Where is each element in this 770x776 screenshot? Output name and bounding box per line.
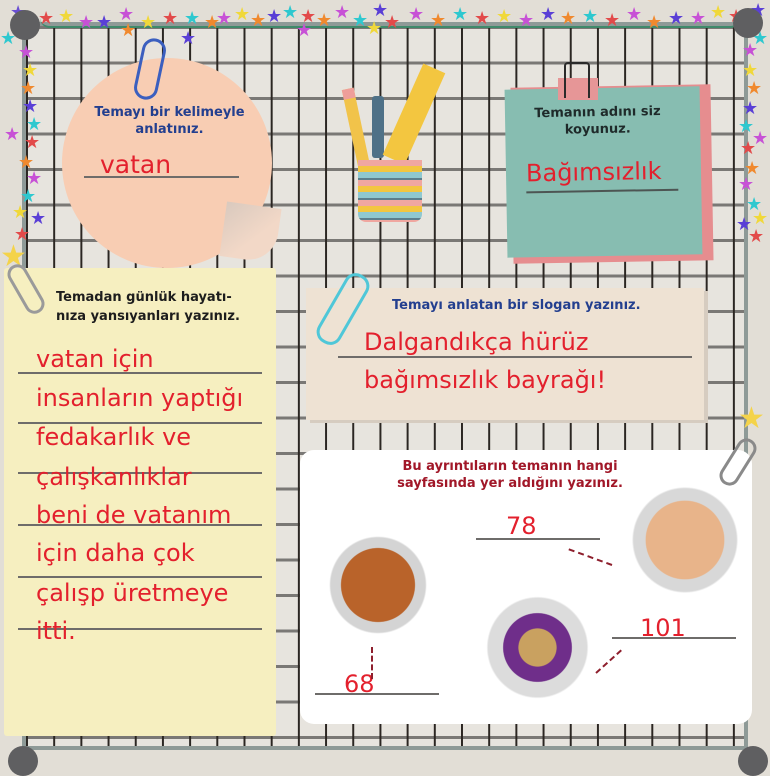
answer-line (526, 188, 679, 194)
theme-word-answer[interactable]: vatan (100, 150, 172, 179)
daily-life-note: Temadan günlük hayatı- nıza yansıyanları… (4, 268, 276, 736)
answer-line-text[interactable]: fedakarlık ve (36, 423, 192, 451)
dashed-arrow-icon (371, 647, 373, 679)
torn-paper-icon (318, 530, 438, 640)
answer-line-text[interactable]: beni de vatanım (36, 501, 232, 529)
star-icon: ★ (738, 401, 765, 436)
ruled-line (18, 372, 262, 374)
pushpin-icon (733, 8, 763, 38)
string-lights-wire (40, 18, 740, 28)
slogan-answer-line1[interactable]: Dalgandıkça hürüz (364, 328, 589, 356)
theme-name-question: Temanın adını siz koyunuz. (534, 103, 661, 138)
answer-line (612, 637, 736, 639)
answer-line (338, 356, 692, 358)
answer-line-text[interactable]: için daha çok (36, 539, 195, 567)
slogan-answer-line2[interactable]: bağımsızlık bayrağı! (364, 366, 607, 394)
theme-word-question: Temayı bir kelimeyle anlatınız. (94, 105, 245, 137)
answer-line-text[interactable]: çalışkanlıklar (36, 463, 192, 491)
page-question: Bu ayrıntıların temanın hangi sayfasında… (397, 459, 623, 491)
slogan-note: Temayı anlatan bir slogan yazınız. Dalga… (306, 288, 704, 420)
dashed-arrow-icon (568, 548, 613, 566)
ruled-line (18, 576, 262, 578)
theme-word-note: Temayı bir kelimeyle anlatınız. vatan (62, 58, 282, 268)
theme-name-note: Temanın adını siz koyunuz. Bağımsızlık (504, 86, 703, 258)
ruled-line (18, 628, 262, 630)
page-number-card: Bu ayrıntıların temanın hangi sayfasında… (300, 450, 752, 724)
torn-paper-icon (620, 480, 750, 600)
answer-line-text[interactable]: itti. (36, 617, 76, 645)
torn-paper-icon (475, 590, 600, 705)
ruled-line (18, 524, 262, 526)
answer-line-text[interactable]: vatan için (36, 345, 154, 373)
answer-line (84, 176, 239, 178)
daily-life-question: Temadan günlük hayatı- nıza yansıyanları… (56, 290, 240, 324)
answer-line-text[interactable]: insanların yaptığı (36, 384, 244, 412)
answer-line-text[interactable]: çalışp üretmeye (36, 579, 229, 607)
ruled-line (18, 422, 262, 424)
answer-line (315, 693, 439, 695)
binder-clip-icon (564, 62, 590, 98)
pushpin-icon (8, 746, 38, 776)
page-number-78[interactable]: 78 (506, 512, 537, 540)
pushpin-icon (10, 10, 40, 40)
theme-name-answer[interactable]: Bağımsızlık (525, 156, 662, 188)
answer-line (476, 538, 600, 540)
ruled-line (18, 472, 262, 474)
slogan-question: Temayı anlatan bir slogan yazınız. (392, 298, 641, 313)
star-icon: ★ (0, 239, 27, 274)
pushpin-icon (738, 746, 768, 776)
